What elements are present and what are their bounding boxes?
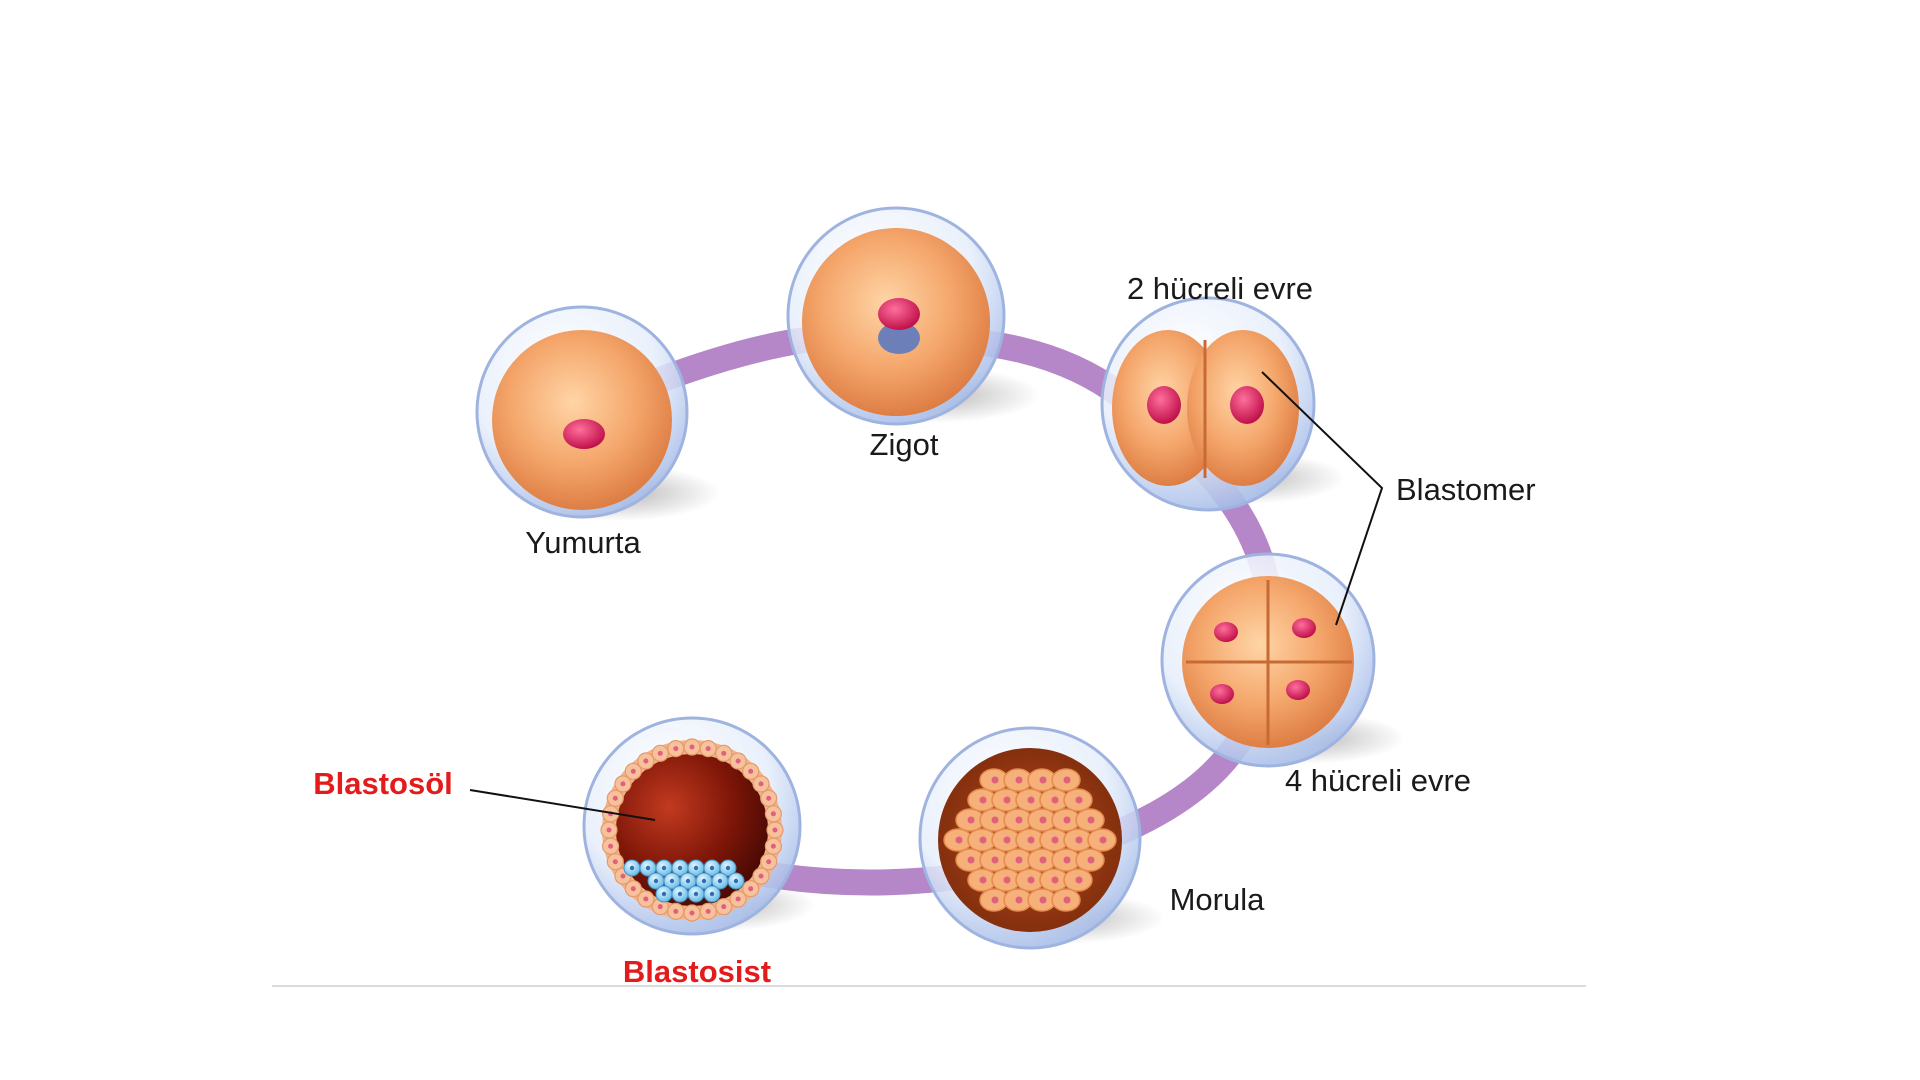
morula-cell <box>1039 788 1069 812</box>
trophoblast-cell <box>606 789 624 807</box>
morula-cell <box>979 808 1009 832</box>
trophoblast-cell <box>742 762 760 780</box>
morula-cell <box>1051 848 1081 872</box>
blastocyst <box>582 716 802 936</box>
morula-cell <box>967 788 997 812</box>
morula-cell <box>1015 788 1045 812</box>
morula-cell <box>1063 828 1093 852</box>
trophoblast-cell <box>624 762 642 780</box>
four-cell-stage <box>1160 552 1376 768</box>
trophoblast-cell <box>752 867 770 885</box>
egg-cell <box>475 305 689 519</box>
four-cell-label: 4 hücreli evre <box>1285 763 1471 798</box>
trophoblast-cell <box>699 739 717 758</box>
trophoblast-cell <box>715 898 733 916</box>
trophoblast-cell <box>606 853 624 871</box>
trophoblast-cell <box>683 904 701 922</box>
trophoblast-cell <box>601 837 620 855</box>
morula-cell <box>1063 788 1093 812</box>
zygote-cell <box>786 206 1006 426</box>
morula-cells <box>943 768 1117 912</box>
trophoblast-cells <box>600 738 784 922</box>
trophoblast-cell <box>637 890 655 908</box>
trophoblast-cell <box>742 880 760 898</box>
morula-cell <box>1015 868 1045 892</box>
trophoblast-cell <box>624 880 642 898</box>
blastocoel-label: Blastosöl <box>313 766 453 801</box>
trophoblast-cell <box>667 739 685 758</box>
morula-cell <box>1063 868 1093 892</box>
morula-cell <box>1087 828 1117 852</box>
inner-mass-cell <box>687 859 705 877</box>
trophoblast-cell <box>764 837 783 855</box>
blastocoel-callout-line <box>469 789 656 821</box>
trophoblast-cell <box>651 898 669 916</box>
inner-mass-cell <box>703 885 721 903</box>
inner-mass-cell <box>655 885 673 903</box>
blastomer-label: Blastomer <box>1396 472 1536 507</box>
inner-mass-cell <box>719 859 737 877</box>
trophoblast-cell <box>729 752 747 770</box>
trophoblast-cell <box>683 738 701 756</box>
inner-mass-cell <box>727 872 745 890</box>
trophoblast-cell <box>600 821 618 839</box>
trophoblast-cell <box>651 744 669 762</box>
zygote-label: Zigot <box>870 427 939 462</box>
morula-cell <box>1051 768 1081 792</box>
two-cell-label: 2 hücreli evre <box>1127 271 1313 306</box>
trophoblast-cell <box>699 902 717 921</box>
morula-cell <box>991 828 1021 852</box>
morula-cell <box>1003 848 1033 872</box>
trophoblast-cell <box>637 752 655 770</box>
inner-cell-mass <box>623 859 745 903</box>
inner-mass-cell <box>679 872 697 890</box>
morula-label: Morula <box>1170 882 1266 917</box>
trophoblast-cell <box>667 902 685 921</box>
trophoblast-cell <box>614 775 632 793</box>
trophoblast-cell <box>752 775 770 793</box>
blastocyst-label: Blastosist <box>623 954 771 989</box>
blastomer-callout-line <box>1261 371 1384 626</box>
morula-cell <box>1027 808 1057 832</box>
morula-cell <box>979 848 1009 872</box>
morula-cell <box>967 868 997 892</box>
trophoblast-cell <box>715 744 733 762</box>
morula-cell <box>967 828 997 852</box>
morula <box>918 726 1142 950</box>
trophoblast-cell <box>760 789 778 807</box>
morula-cell <box>1003 808 1033 832</box>
inner-mass-cell <box>623 859 641 877</box>
two-cell-stage <box>1100 296 1316 512</box>
inner-mass-cell <box>687 885 705 903</box>
egg-label: Yumurta <box>525 525 641 560</box>
trophoblast-cell <box>760 853 778 871</box>
morula-cell <box>1027 848 1057 872</box>
morula-cell <box>1075 848 1105 872</box>
morula-cell <box>1051 888 1081 912</box>
morula-cell <box>1075 808 1105 832</box>
trophoblast-cell <box>764 805 783 823</box>
trophoblast-cell <box>766 821 784 839</box>
morula-cell <box>955 848 985 872</box>
trophoblast-cell <box>729 890 747 908</box>
inner-mass-cell <box>671 885 689 903</box>
